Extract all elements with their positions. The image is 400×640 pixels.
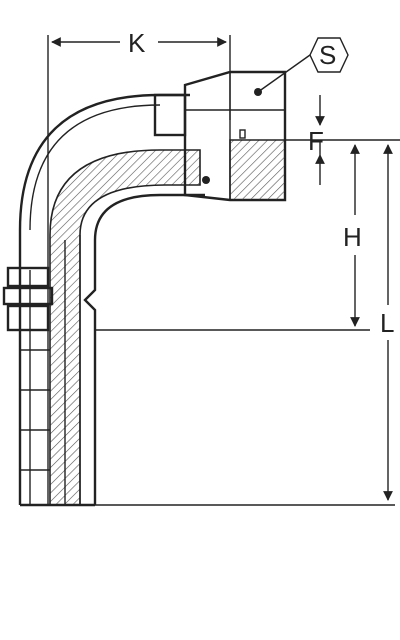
fitting-body (18, 93, 205, 507)
dimension-h: H (95, 144, 370, 331)
dimension-s: S (257, 37, 349, 93)
label-f: F (308, 126, 324, 156)
ferrule-collar (2, 266, 54, 332)
dimension-k: K (47, 28, 231, 505)
label-s: S (319, 40, 336, 70)
hose-barbs (20, 349, 50, 471)
label-l: L (380, 308, 394, 338)
label-h: H (343, 222, 362, 252)
label-k: K (128, 28, 146, 58)
dimension-f: F (285, 95, 400, 185)
dimension-l: L (95, 144, 395, 506)
